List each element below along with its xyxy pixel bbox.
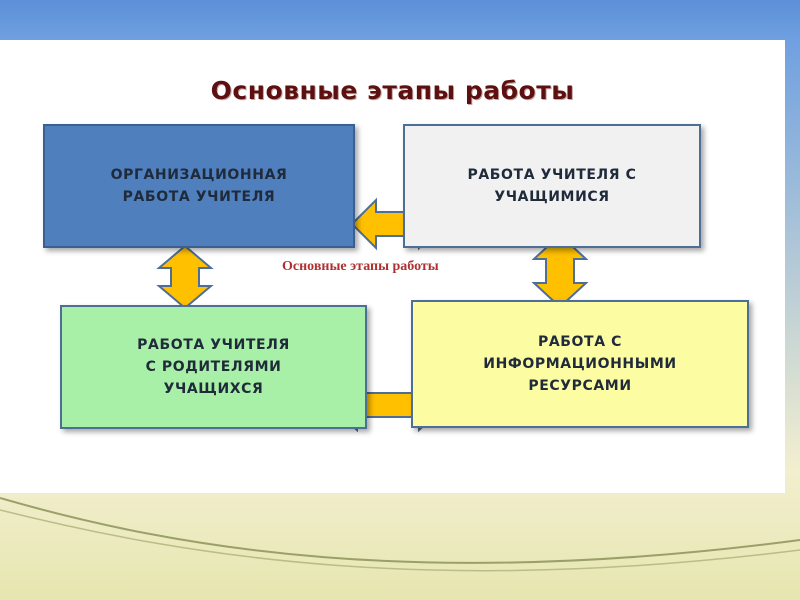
diagram-caption: Основные этапы работы bbox=[282, 259, 439, 274]
slide: Основные этапы работы ОРГАНИЗАЦИОННАЯ РА… bbox=[0, 40, 800, 493]
content-panel: Основные этапы работы ОРГАНИЗАЦИОННАЯ РА… bbox=[0, 40, 785, 493]
box-students-label: РАБОТА УЧИТЕЛЯ С УЧАЩИМИСЯ bbox=[467, 167, 637, 205]
double-arrow-vertical-left bbox=[156, 244, 214, 310]
box-parents-label: РАБОТА УЧИТЕЛЯ С РОДИТЕЛЯМИ УЧАЩИХСЯ bbox=[137, 337, 290, 397]
box-organizational-label: ОРГАНИЗАЦИОННАЯ РАБОТА УЧИТЕЛЯ bbox=[110, 167, 288, 205]
box-organizational-work: ОРГАНИЗАЦИОННАЯ РАБОТА УЧИТЕЛЯ bbox=[43, 124, 355, 248]
slide-title: Основные этапы работы bbox=[210, 76, 575, 105]
box-work-with-students: РАБОТА УЧИТЕЛЯ С УЧАЩИМИСЯ bbox=[403, 124, 701, 248]
box-resources-label: РАБОТА С ИНФОРМАЦИОННЫМИ РЕСУРСАМИ bbox=[483, 334, 677, 394]
box-work-with-resources: РАБОТА С ИНФОРМАЦИОННЫМИ РЕСУРСАМИ bbox=[411, 300, 749, 428]
box-work-with-parents: РАБОТА УЧИТЕЛЯ С РОДИТЕЛЯМИ УЧАЩИХСЯ bbox=[60, 305, 367, 429]
decorative-curves bbox=[0, 497, 800, 572]
